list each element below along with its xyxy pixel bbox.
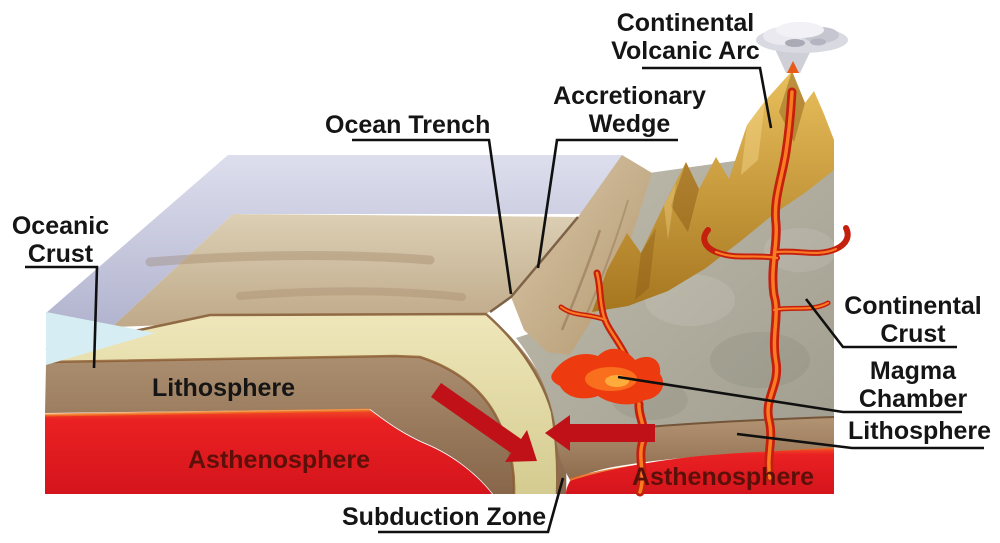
label-line: Ocean Trench xyxy=(325,111,491,139)
label-ocean-trench: Ocean Trench xyxy=(325,111,491,139)
leader-magma-chamber xyxy=(617,375,962,414)
label-accretionary-wedge: Accretionary Wedge xyxy=(552,82,707,138)
wedge-ridge xyxy=(584,199,629,319)
volcanic-mountains xyxy=(592,71,834,312)
seafloor xyxy=(112,214,578,327)
label-oceanic-crust: Oceanic Crust xyxy=(8,212,113,268)
label-lithosphere-right: Lithosphere xyxy=(848,417,992,445)
label-continental-volcanic-arc: Continental Volcanic Arc xyxy=(608,9,763,65)
seafloor-streak xyxy=(236,287,466,301)
leader-lithosphere-right xyxy=(736,432,984,450)
label-line: Wedge xyxy=(588,110,671,138)
leader-continental-volcanic-arc xyxy=(642,66,773,129)
label-asthenosphere-left: Asthenosphere xyxy=(188,446,370,474)
trench-crease xyxy=(489,216,579,314)
label-line: Accretionary xyxy=(553,82,706,110)
leader-accretionary-wedge xyxy=(536,138,678,269)
label-asthenosphere-right: Asthenosphere xyxy=(632,463,814,491)
label-subduction-zone: Subduction Zone xyxy=(342,503,547,531)
crust-lithosphere-boundary xyxy=(45,354,516,495)
label-line: Lithosphere xyxy=(152,374,296,402)
mountain-shadow xyxy=(635,228,656,300)
crust-texture xyxy=(710,332,810,388)
label-line: Crust xyxy=(27,240,94,268)
label-magma-chamber: Magma Chamber xyxy=(838,357,988,413)
wedge-ridge xyxy=(560,229,602,331)
volcano-vent xyxy=(787,61,799,73)
asthenosphere-left-region xyxy=(45,410,492,494)
ocean-surface xyxy=(46,155,622,327)
mountain-highlight xyxy=(664,183,676,240)
label-lithosphere-left: Lithosphere xyxy=(152,374,296,402)
magma-conduit-right xyxy=(701,87,851,483)
magma-chamber xyxy=(551,348,664,405)
label-line: Chamber xyxy=(858,385,968,413)
leader-continental-crust xyxy=(804,298,957,349)
ocean-front-face xyxy=(46,312,155,365)
leader-oceanic-crust xyxy=(25,265,99,369)
label-line: Asthenosphere xyxy=(632,463,814,491)
label-line: Lithosphere xyxy=(848,417,992,445)
label-line: Continental xyxy=(616,9,755,37)
leader-subduction-zone xyxy=(378,477,565,534)
label-line: Volcanic Arc xyxy=(611,37,760,65)
mountain-highlight xyxy=(741,101,765,175)
label-line: Asthenosphere xyxy=(188,446,370,474)
label-line: Magma xyxy=(869,357,957,385)
mountain-shadow xyxy=(671,162,699,232)
label-line: Continental xyxy=(844,292,982,320)
label-continental-crust: Continental Crust xyxy=(838,292,988,348)
label-line: Subduction Zone xyxy=(342,503,547,531)
eruption-cloud xyxy=(756,22,848,53)
label-line: Oceanic xyxy=(11,212,110,240)
leader-ocean-trench xyxy=(352,138,513,295)
asthenosphere-top-glow xyxy=(44,408,371,417)
seafloor-edge-line xyxy=(45,312,559,495)
seafloor-streak xyxy=(145,250,435,267)
accretionary-wedge-slope xyxy=(511,155,652,355)
label-line: Crust xyxy=(880,320,946,348)
arrow-overriding-plate xyxy=(545,415,655,451)
arrow-subducting-plate xyxy=(431,383,537,462)
